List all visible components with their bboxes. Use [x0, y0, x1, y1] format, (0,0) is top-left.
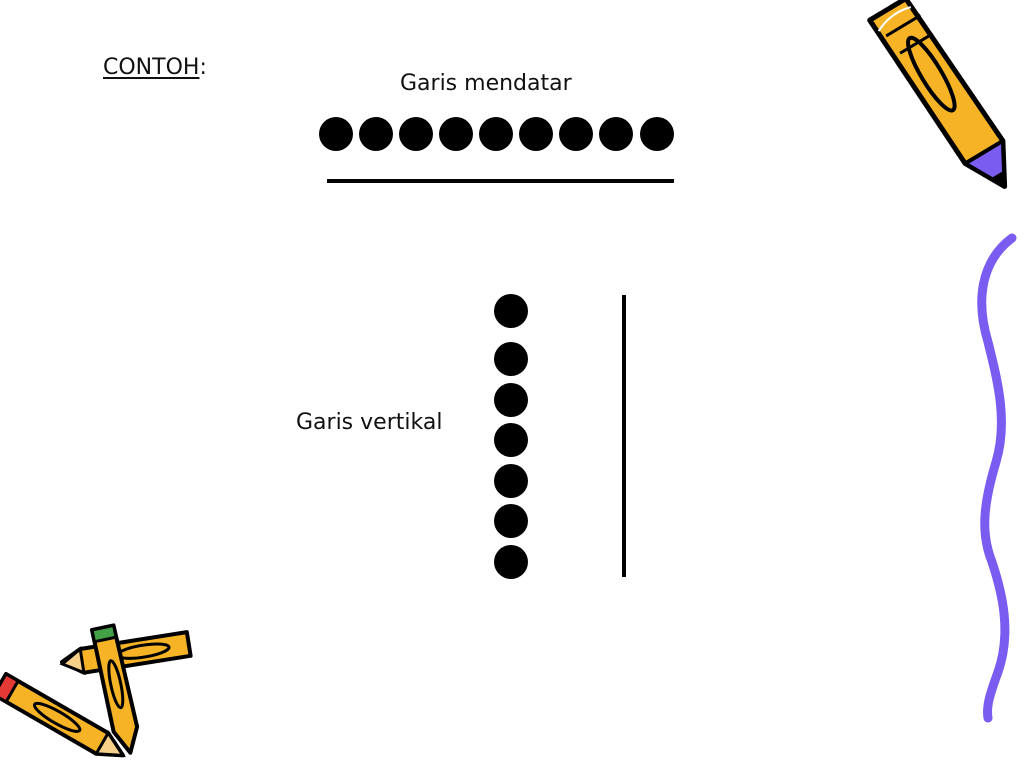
- vertical-line-label: Garis vertikal: [296, 410, 443, 435]
- horizontal-line-label: Garis mendatar: [400, 71, 572, 96]
- horizontal-dot: [599, 117, 633, 151]
- vertical-dot: [494, 504, 528, 538]
- example-heading-word: CONTOH: [103, 55, 200, 80]
- example-heading: CONTOH:: [103, 55, 207, 81]
- horizontal-dot: [319, 117, 353, 151]
- vertical-dot: [494, 294, 528, 328]
- pencil-icon: [867, 0, 1008, 189]
- vertical-dot: [494, 545, 528, 579]
- horizontal-dot: [519, 117, 553, 151]
- horizontal-dot: [479, 117, 513, 151]
- horizontal-dot: [399, 117, 433, 151]
- vertical-line: [622, 295, 626, 577]
- vertical-dot: [494, 383, 528, 417]
- vertical-dot: [494, 464, 528, 498]
- wavy-border-icon: [977, 233, 1017, 723]
- horizontal-dot: [439, 117, 473, 151]
- vertical-dot: [494, 342, 528, 376]
- horizontal-dot: [640, 117, 674, 151]
- horizontal-dot: [359, 117, 393, 151]
- horizontal-dot: [559, 117, 593, 151]
- crossed-pencils-icon: [0, 623, 193, 758]
- example-heading-colon: :: [199, 55, 207, 80]
- horizontal-line: [327, 179, 674, 183]
- vertical-dot: [494, 423, 528, 457]
